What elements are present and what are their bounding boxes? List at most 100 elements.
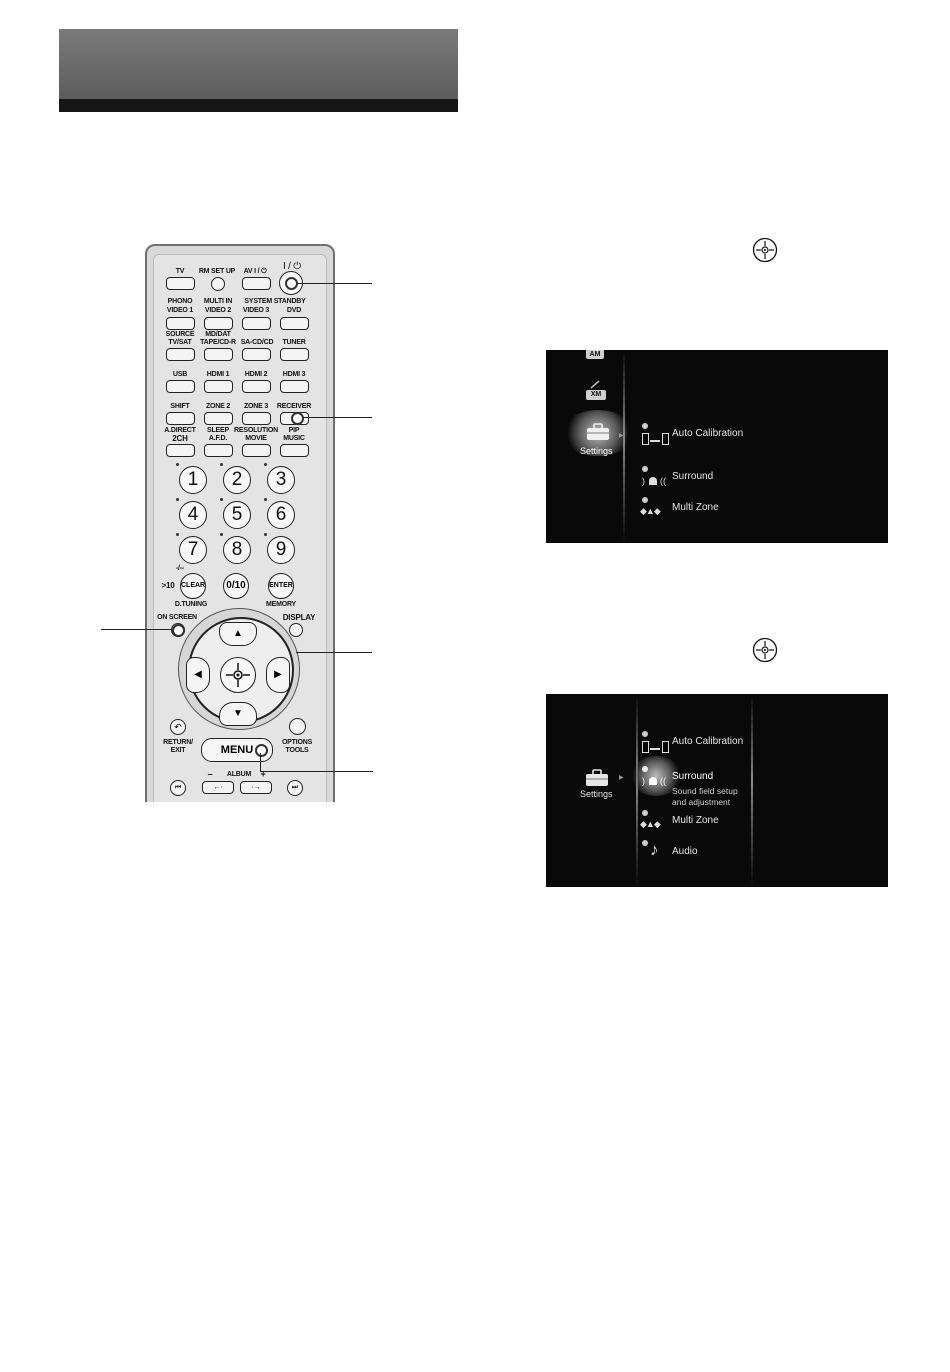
tape-cdr-label: TAPE/CD-R (200, 339, 236, 346)
submenu-arrow-icon: ▶ (619, 775, 624, 781)
menu-callout-line (260, 753, 373, 772)
music-button[interactable] (280, 444, 309, 457)
album-minus-button[interactable]: ←· (202, 781, 234, 794)
hdmi2-button[interactable] (242, 380, 271, 393)
options-button[interactable] (289, 718, 306, 735)
video1-button[interactable] (166, 317, 195, 330)
video2-button[interactable] (204, 317, 233, 330)
sacd-label: SA-CD/CD (240, 339, 274, 346)
osd-screen-1: AM XM Settings ▶ Auto Calibration ) (( S… (546, 350, 888, 543)
right-arrow-button[interactable]: ▶ (266, 657, 290, 693)
tape-cdr-button[interactable] (204, 348, 233, 361)
album-plus-label: + (260, 769, 266, 779)
tv-button[interactable] (166, 277, 195, 290)
album-minus-label: – (207, 769, 213, 779)
album-label: ALBUM (226, 771, 252, 778)
tv-sat-button[interactable] (166, 348, 195, 361)
xm-icon: XM (586, 390, 606, 400)
surround-highlight (630, 756, 682, 796)
audio-icon: ♪ (642, 840, 670, 862)
menu-item-audio[interactable]: Audio (672, 846, 698, 857)
tools-label: TOOLS (285, 747, 309, 754)
enter-button[interactable]: ENTER (268, 573, 294, 599)
callout-line-4 (296, 652, 372, 654)
surround-icon: ) (( (642, 766, 670, 788)
tuner-label: TUNER (282, 339, 306, 346)
osd-screen-2: Settings ▶ Auto Calibration ) (( Surroun… (546, 694, 888, 887)
tuner-button[interactable] (280, 348, 309, 361)
section-header-rule (59, 99, 458, 112)
rm-setup-label: RM SET UP (198, 268, 236, 275)
video3-button[interactable] (242, 317, 271, 330)
memory-label: MEMORY (265, 601, 297, 608)
zone2-button[interactable] (204, 412, 233, 425)
clear-button[interactable]: CLEAR (180, 573, 206, 599)
multi-zone-icon: ◆▲◆ (640, 497, 670, 521)
num-8-button[interactable]: 8 (223, 536, 251, 564)
hdmi1-label: HDMI 1 (206, 371, 230, 378)
num-9-button[interactable]: 9 (267, 536, 295, 564)
hdmi3-label: HDMI 3 (282, 371, 306, 378)
afd-button[interactable] (204, 444, 233, 457)
menu-item-multi-zone[interactable]: Multi Zone (672, 815, 719, 826)
return-icon[interactable]: ↶ (170, 719, 186, 735)
power-label: I / ⏻ (282, 261, 302, 272)
num-dot (264, 463, 267, 466)
phono-label: PHONO (167, 298, 193, 305)
num-7-button[interactable]: 7 (179, 536, 207, 564)
usb-button[interactable] (166, 380, 195, 393)
enter-symbol-icon (752, 237, 778, 263)
num-dot (220, 463, 223, 466)
num-5-button[interactable]: 5 (223, 501, 251, 529)
num-1-button[interactable]: 1 (179, 466, 207, 494)
callout-line-3 (101, 629, 173, 631)
num-dot (176, 498, 179, 501)
up-arrow-button[interactable]: ▲ (219, 622, 257, 646)
submenu-arrow-icon: ▶ (619, 433, 624, 439)
hdmi1-button[interactable] (204, 380, 233, 393)
display-button[interactable] (289, 623, 303, 637)
next-track-icon[interactable]: ⏭ (287, 780, 303, 796)
multi-in-label: MULTI IN (203, 298, 233, 305)
am-icon: AM (586, 350, 604, 359)
num-2-button[interactable]: 2 (223, 466, 251, 494)
menu-item-multi-zone[interactable]: Multi Zone (672, 502, 719, 513)
num-3-button[interactable]: 3 (267, 466, 295, 494)
movie-button[interactable] (242, 444, 271, 457)
menu-item-auto-calibration[interactable]: Auto Calibration (672, 736, 744, 747)
hdmi3-button[interactable] (280, 380, 309, 393)
num-dot (220, 498, 223, 501)
album-plus-button[interactable]: ·→ (240, 781, 272, 794)
menu-item-surround[interactable]: Surround (672, 471, 714, 482)
surround-desc-line2: and adjustment (672, 797, 731, 807)
prev-track-icon[interactable]: ⏮ (170, 780, 186, 796)
source-label: SOURCE (165, 331, 195, 338)
2ch-button[interactable] (166, 444, 195, 457)
enter-symbol-icon (752, 637, 778, 663)
zero-button[interactable]: 0/10 (223, 573, 249, 599)
dvd-button[interactable] (280, 317, 309, 330)
movie-label: MOVIE (245, 435, 267, 442)
toolbox-icon (587, 423, 609, 440)
enter-center-button[interactable] (220, 657, 256, 693)
left-arrow-button[interactable]: ◀ (186, 657, 210, 693)
system-standby-label: SYSTEM STANDBY (244, 298, 306, 305)
zone3-button[interactable] (242, 412, 271, 425)
num-6-button[interactable]: 6 (267, 501, 295, 529)
video3-label: VIDEO 3 (242, 307, 270, 314)
menu-item-surround[interactable]: Surround (672, 771, 714, 782)
receiver-callout-pin (291, 412, 304, 425)
shift-button[interactable] (166, 412, 195, 425)
down-arrow-button[interactable]: ▼ (219, 702, 257, 726)
num-4-button[interactable]: 4 (179, 501, 207, 529)
shift-label: SHIFT (170, 403, 190, 410)
num-dot (176, 533, 179, 536)
sacd-button[interactable] (242, 348, 271, 361)
menu-separator-right (751, 694, 753, 887)
rm-setup-button[interactable] (211, 277, 225, 291)
surround-icon: ) (( (642, 466, 670, 488)
usb-label: USB (172, 371, 188, 378)
av-power-button[interactable] (242, 277, 271, 290)
menu-item-auto-calibration[interactable]: Auto Calibration (672, 428, 744, 439)
multi-zone-icon: ◆▲◆ (640, 810, 670, 834)
